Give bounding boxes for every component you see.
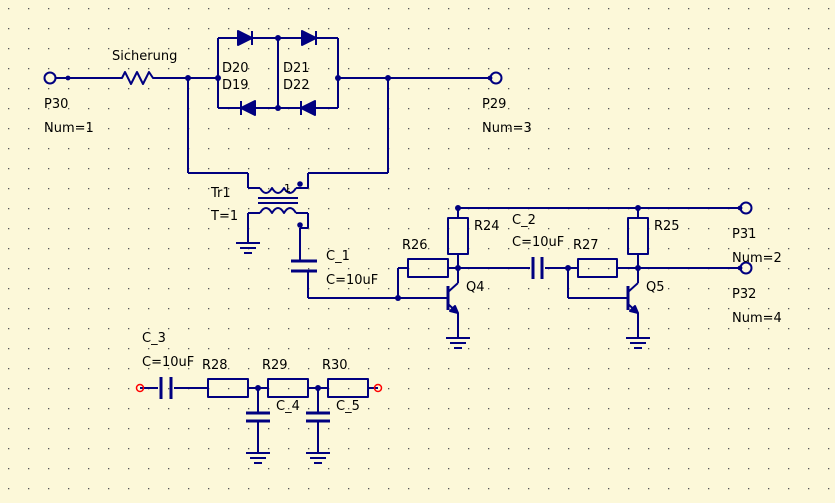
diode-bottom-left[interactable]	[240, 100, 256, 116]
diode-top-right[interactable]	[301, 30, 317, 46]
grid-dots	[8, 8, 830, 490]
transformer-tr1[interactable]	[248, 181, 308, 228]
ground-symbol	[626, 337, 650, 349]
port-p31-num: Num=2	[732, 251, 782, 266]
port-p29-name: P29	[482, 97, 506, 112]
diode-bottom-right[interactable]	[300, 100, 316, 116]
transistor-q5[interactable]	[623, 282, 639, 314]
open-node-right	[373, 383, 383, 393]
diode-d22-label: D22	[283, 78, 310, 93]
resistor-r24[interactable]	[447, 217, 469, 255]
ground-symbol	[306, 452, 330, 464]
resistor-r29-label: R29	[262, 358, 288, 373]
resistor-r25-label: R25	[654, 219, 680, 234]
resistor-r25[interactable]	[627, 217, 649, 255]
capacitor-c2-value: C=10uF	[512, 235, 564, 250]
port-p32-name: P32	[732, 287, 756, 302]
labels: P30 Num=1 P29 Num=3 P31 Num=2 P32 Num=4 …	[44, 49, 782, 414]
fuse-sicherung[interactable]	[106, 71, 157, 85]
capacitor-c2-name: C_2	[512, 213, 536, 228]
resistor-r24-label: R24	[474, 219, 500, 234]
capacitor-c1-value: C=10uF	[326, 273, 378, 288]
port-p30[interactable]	[43, 71, 57, 85]
capacitor-c5-name: C_5	[336, 399, 360, 414]
capacitor-c1[interactable]	[291, 258, 317, 276]
resistor-r27[interactable]	[577, 258, 618, 278]
resistor-r29[interactable]	[267, 378, 309, 398]
resistor-r28[interactable]	[207, 378, 249, 398]
port-p30-name: P30	[44, 97, 68, 112]
capacitor-c4[interactable]	[246, 411, 270, 423]
transistor-q4[interactable]	[443, 282, 459, 314]
diode-d20-label: D20	[222, 61, 249, 76]
resistor-r26-label: R26	[402, 238, 428, 253]
capacitor-c4-name: C_4	[276, 399, 300, 414]
resistor-r30-label: R30	[322, 358, 348, 373]
capacitor-c3[interactable]	[159, 377, 173, 399]
transformer-dot-mark: 1	[284, 182, 291, 195]
transistor-q5-label: Q5	[646, 280, 665, 295]
port-p32-num: Num=4	[732, 311, 782, 326]
capacitor-c3-name: C_3	[142, 331, 166, 346]
resistor-r26[interactable]	[407, 258, 449, 278]
transistor-q4-label: Q4	[466, 280, 485, 295]
open-node-left	[135, 383, 145, 393]
resistor-r28-label: R28	[202, 358, 228, 373]
junction-dots	[185, 35, 641, 391]
port-p30-num: Num=1	[44, 121, 94, 136]
capacitor-c2[interactable]	[531, 257, 544, 279]
diode-d19-label: D19	[222, 78, 249, 93]
ground-symbol	[246, 452, 270, 464]
ground-symbol	[236, 242, 260, 254]
resistor-r30[interactable]	[327, 378, 369, 398]
capacitor-c5[interactable]	[306, 411, 330, 423]
diode-top-left[interactable]	[237, 30, 253, 46]
diode-d21-label: D21	[283, 61, 310, 76]
port-p31-name: P31	[732, 227, 756, 242]
transformer-name: Tr1	[210, 186, 231, 201]
fuse-label: Sicherung	[112, 49, 177, 64]
ground-symbol	[446, 337, 470, 349]
wires	[68, 37, 740, 453]
capacitor-c3-value: C=10uF	[142, 355, 194, 370]
port-p29-num: Num=3	[482, 121, 532, 136]
resistor-r27-label: R27	[573, 238, 599, 253]
transformer-ratio: T=1	[210, 209, 238, 224]
capacitor-c1-name: C_1	[326, 249, 350, 264]
